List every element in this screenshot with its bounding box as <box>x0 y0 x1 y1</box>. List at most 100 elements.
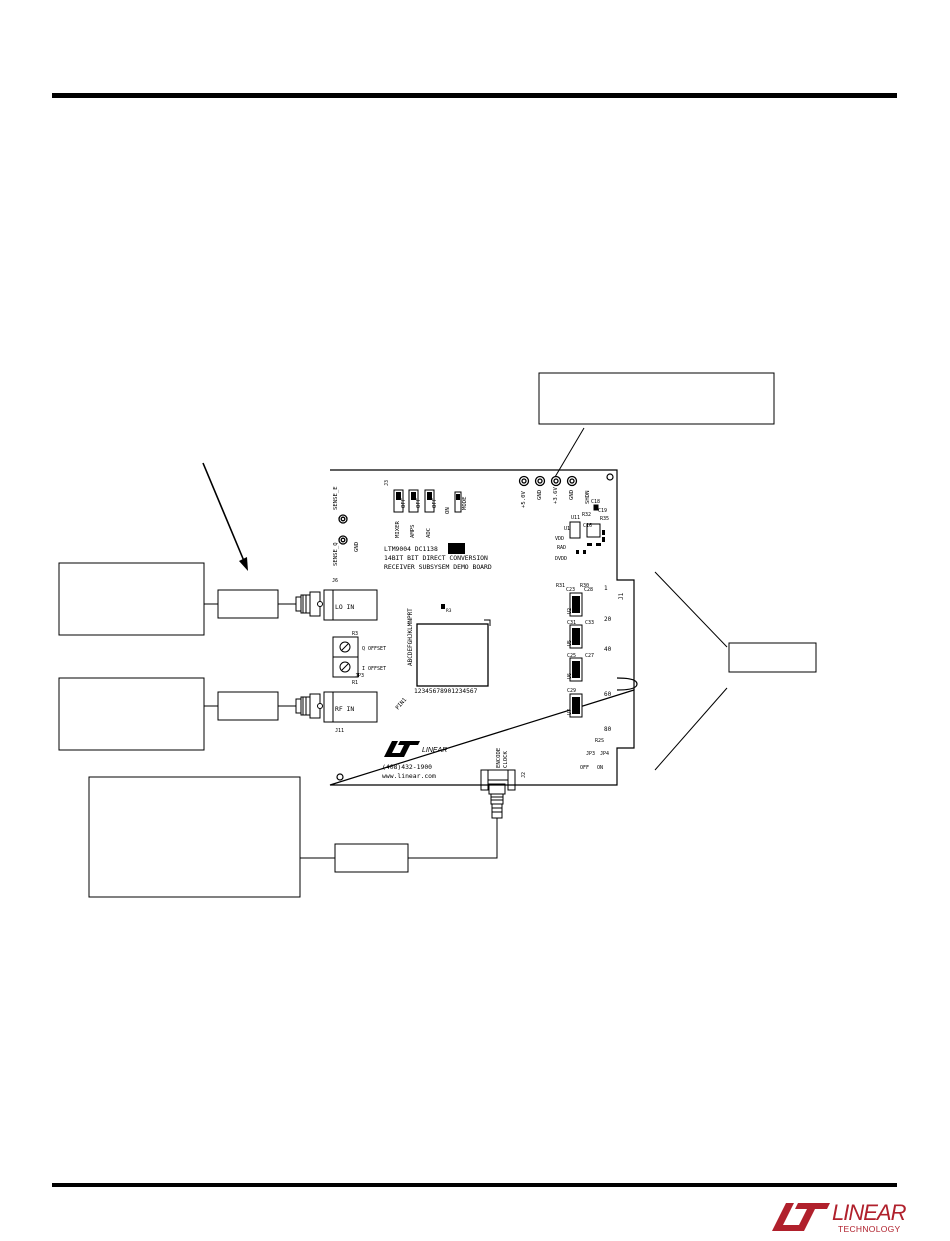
c18-label: C18 <box>591 499 600 505</box>
lo-sma-connector <box>295 591 323 617</box>
regulator-parts <box>569 504 601 539</box>
board-phone: (408)432-1900 <box>382 763 432 771</box>
buffer-ics <box>569 592 583 718</box>
encode-label: ENCODE <box>496 747 502 768</box>
sense-gnd-label: GND <box>354 541 360 552</box>
sense-e-label: SENSE_E <box>333 486 339 510</box>
clock-cable <box>300 818 498 859</box>
board-title-line-1: LTM9004 DC1138 <box>384 545 438 553</box>
rf-sma-connector <box>295 693 323 719</box>
clock-sma-connector <box>488 783 506 819</box>
capture-leader-bottom <box>654 687 728 771</box>
j1-label: J1 <box>618 592 625 600</box>
u6-label: U6 <box>567 673 573 679</box>
c28-label: C28 <box>584 587 593 593</box>
regulator-smd-parts <box>576 530 605 554</box>
c27-label: C27 <box>585 653 594 659</box>
jumper-on-label-3: ON <box>445 507 451 514</box>
q-offset-label: Q OFFSET <box>362 646 386 652</box>
demo-board <box>329 469 638 786</box>
rf-in-label: RF IN <box>335 705 354 713</box>
jumper-off-label: OFF <box>580 765 589 771</box>
u1-label: U1 <box>564 526 570 532</box>
tp-5v-label: +5.0V <box>521 491 527 508</box>
jumper-mixer-off: OFF <box>401 497 407 508</box>
bus-pin-20: 20 <box>604 616 612 623</box>
clock-filter-box <box>334 843 409 873</box>
chip-row-numbers: 12345678901234567 <box>414 688 478 695</box>
lo-in-label: LO IN <box>335 603 354 611</box>
r3-label: R3 <box>352 631 358 637</box>
jumper-adc-label: ADC <box>426 528 432 538</box>
c29-label: C29 <box>567 688 576 694</box>
jumper-blocks <box>393 489 462 513</box>
clock-label: CLOCK <box>503 751 509 768</box>
logo-subtitle: TECHNOLOGY <box>838 1224 901 1234</box>
i-offset-label: I OFFSET <box>362 666 386 672</box>
j11-label: J11 <box>335 728 344 734</box>
u2-label: U2 <box>567 608 573 614</box>
power-callout-leader <box>554 427 585 478</box>
bus-pin-80: 80 <box>604 726 612 733</box>
tp-3v6-label: +3.6V <box>553 487 559 504</box>
u11-label: U11 <box>571 515 580 521</box>
r3-pot-label: JP3 <box>355 673 364 679</box>
ltm9004-chip <box>416 604 491 687</box>
vdd-label: VDD <box>555 536 564 542</box>
tp-shdn-label: SHDN <box>585 491 591 504</box>
board-website: www.linear.com <box>382 772 436 780</box>
rf-source-box <box>58 677 205 751</box>
jp3-label: JP3 <box>586 751 595 757</box>
clock-source-box <box>88 776 301 898</box>
j3-label: J3 <box>384 480 390 486</box>
r32-label: C16 <box>583 523 592 529</box>
u7-label: U7 <box>567 709 573 715</box>
r2s-label: R3 <box>446 608 452 614</box>
u5-label: U5 <box>567 640 573 646</box>
linear-logo-mark <box>772 1203 830 1231</box>
c17-label: R30 <box>580 583 589 589</box>
footer-rule <box>52 1183 897 1187</box>
logo-wordmark: LINEAR <box>832 1200 906 1225</box>
board-title-line-3: RECEIVER SUBSYSEM DEMO BOARD <box>384 563 492 571</box>
c23-label: C23 <box>566 587 575 593</box>
r1-label: R1 <box>352 680 358 686</box>
data-capture-box <box>728 642 817 673</box>
r35-label: R35 <box>600 516 609 522</box>
jumper-mode-label: MODE <box>462 496 468 510</box>
board-title-line-2: 14BIT BIT DIRECT CONVERSION <box>384 554 488 562</box>
c31-label: C31 <box>567 620 576 626</box>
c25-label: C25 <box>567 653 576 659</box>
r30-label: R31 <box>556 583 565 589</box>
lo-filter-arrow <box>202 462 248 571</box>
r31-label: R32 <box>582 512 591 518</box>
sense-test-points <box>338 514 348 545</box>
jumper-on-label: ON <box>597 765 603 771</box>
title-part-block <box>448 543 465 554</box>
j6-label: J6 <box>332 578 338 584</box>
board-logo-text: LINEAR <box>422 747 447 754</box>
dvdd-label: DVDD <box>555 556 567 562</box>
power-supply-callout-box <box>538 372 775 425</box>
bus-pin-40: 40 <box>604 646 612 653</box>
rad-label: RAD <box>557 545 566 551</box>
sense-q-label: SENSE_Q <box>333 542 339 566</box>
rf-filter-box <box>217 691 279 721</box>
tp-gnd-1-label: GND <box>537 489 543 500</box>
jp4-label: JP4 <box>600 751 609 757</box>
chip-pin1-label: PIN1 <box>395 697 408 711</box>
bus-pin-60: 60 <box>604 691 612 698</box>
offset-pots <box>332 636 359 678</box>
board-linear-logo: LINEAR <box>384 741 447 757</box>
chip-col-letters: ABCDEFGHJKLMNPRT <box>407 608 414 666</box>
board-connector-outlines <box>323 589 516 791</box>
c19-label: C19 <box>598 508 607 514</box>
lo-filter-box <box>217 589 279 619</box>
jumper-amps-label: AMPS <box>410 525 416 538</box>
jumper-mixer-label: MIXER <box>395 521 401 538</box>
bus-pin-1: 1 <box>604 585 608 592</box>
jumper-amps-off: OFF <box>416 497 422 508</box>
c16-label: R2S <box>595 738 604 744</box>
tp-gnd-2-label: GND <box>569 489 575 500</box>
